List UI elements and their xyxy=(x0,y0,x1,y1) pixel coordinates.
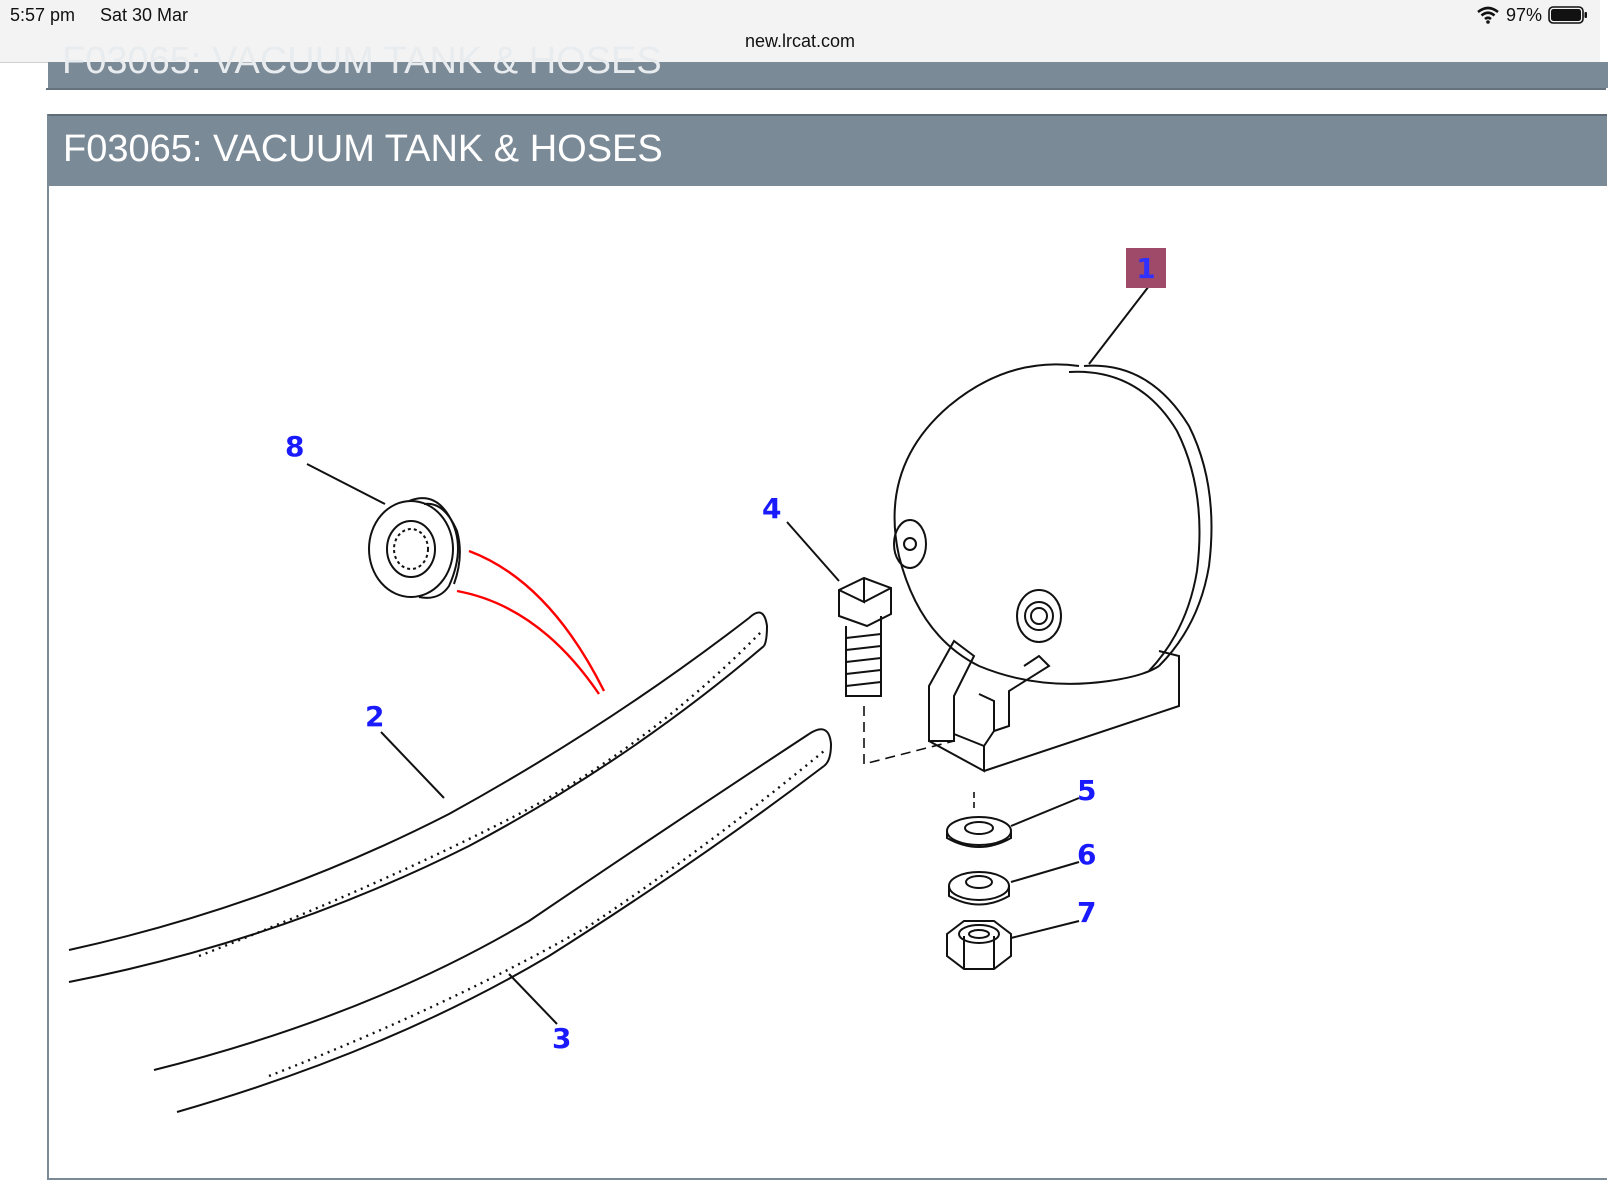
leader-2 xyxy=(380,731,445,799)
battery-icon xyxy=(1548,6,1587,24)
hose-3 xyxy=(153,728,833,1113)
battery-percent: 97% xyxy=(1505,4,1542,25)
callout-8[interactable]: 8 xyxy=(285,430,304,463)
callout-2[interactable]: 2 xyxy=(365,700,384,733)
bolt-4 xyxy=(838,576,892,697)
status-right: 97% xyxy=(1476,4,1588,26)
section-title: F03065: VACUUM TANK & HOSES xyxy=(63,128,663,170)
leader-6 xyxy=(1010,861,1080,883)
vacuum-tank-1 xyxy=(893,363,1213,685)
address-bar[interactable]: new.lrcat.com xyxy=(744,31,856,51)
parts-diagram: 1 2 3 4 5 6 7 8 xyxy=(68,248,1213,1113)
callout-1-highlight xyxy=(1126,248,1166,288)
spring-washer-6 xyxy=(948,871,1010,906)
leader-3 xyxy=(508,973,558,1025)
leader-8 xyxy=(306,463,386,505)
red-annotation xyxy=(456,549,606,695)
callout-1[interactable]: 1 xyxy=(1136,252,1155,285)
previous-section-title: F03065: VACUUM TANK & HOSES xyxy=(62,40,662,82)
callout-6[interactable]: 6 xyxy=(1077,838,1096,871)
tank-bracket xyxy=(928,639,1180,773)
washer-5 xyxy=(946,816,1012,848)
section-header: F03065: VACUUM TANK & HOSES xyxy=(49,116,1607,186)
status-bar: 5:57 pm Sat 30 Mar 97% new.lrcat.com xyxy=(0,0,1600,63)
nut-7 xyxy=(946,920,1012,970)
previous-section-header: F03065: VACUUM TANK & HOSES xyxy=(48,40,1608,88)
grommet-8 xyxy=(368,497,461,599)
leader-4 xyxy=(786,521,840,582)
status-date: Sat 30 Mar xyxy=(100,5,189,25)
leader-1 xyxy=(1088,285,1150,365)
callout-7[interactable]: 7 xyxy=(1077,896,1096,929)
section-panel: F03065: VACUUM TANK & HOSES xyxy=(47,114,1607,1180)
wifi-icon xyxy=(1477,6,1499,24)
callout-4[interactable]: 4 xyxy=(762,492,781,525)
hose-2 xyxy=(68,611,769,983)
status-time: 5:57 pm xyxy=(10,5,76,25)
divider xyxy=(46,88,1606,90)
callout-5[interactable]: 5 xyxy=(1077,774,1096,807)
leader-7 xyxy=(1010,920,1080,939)
leader-5 xyxy=(1010,797,1080,827)
callout-3[interactable]: 3 xyxy=(552,1022,571,1055)
